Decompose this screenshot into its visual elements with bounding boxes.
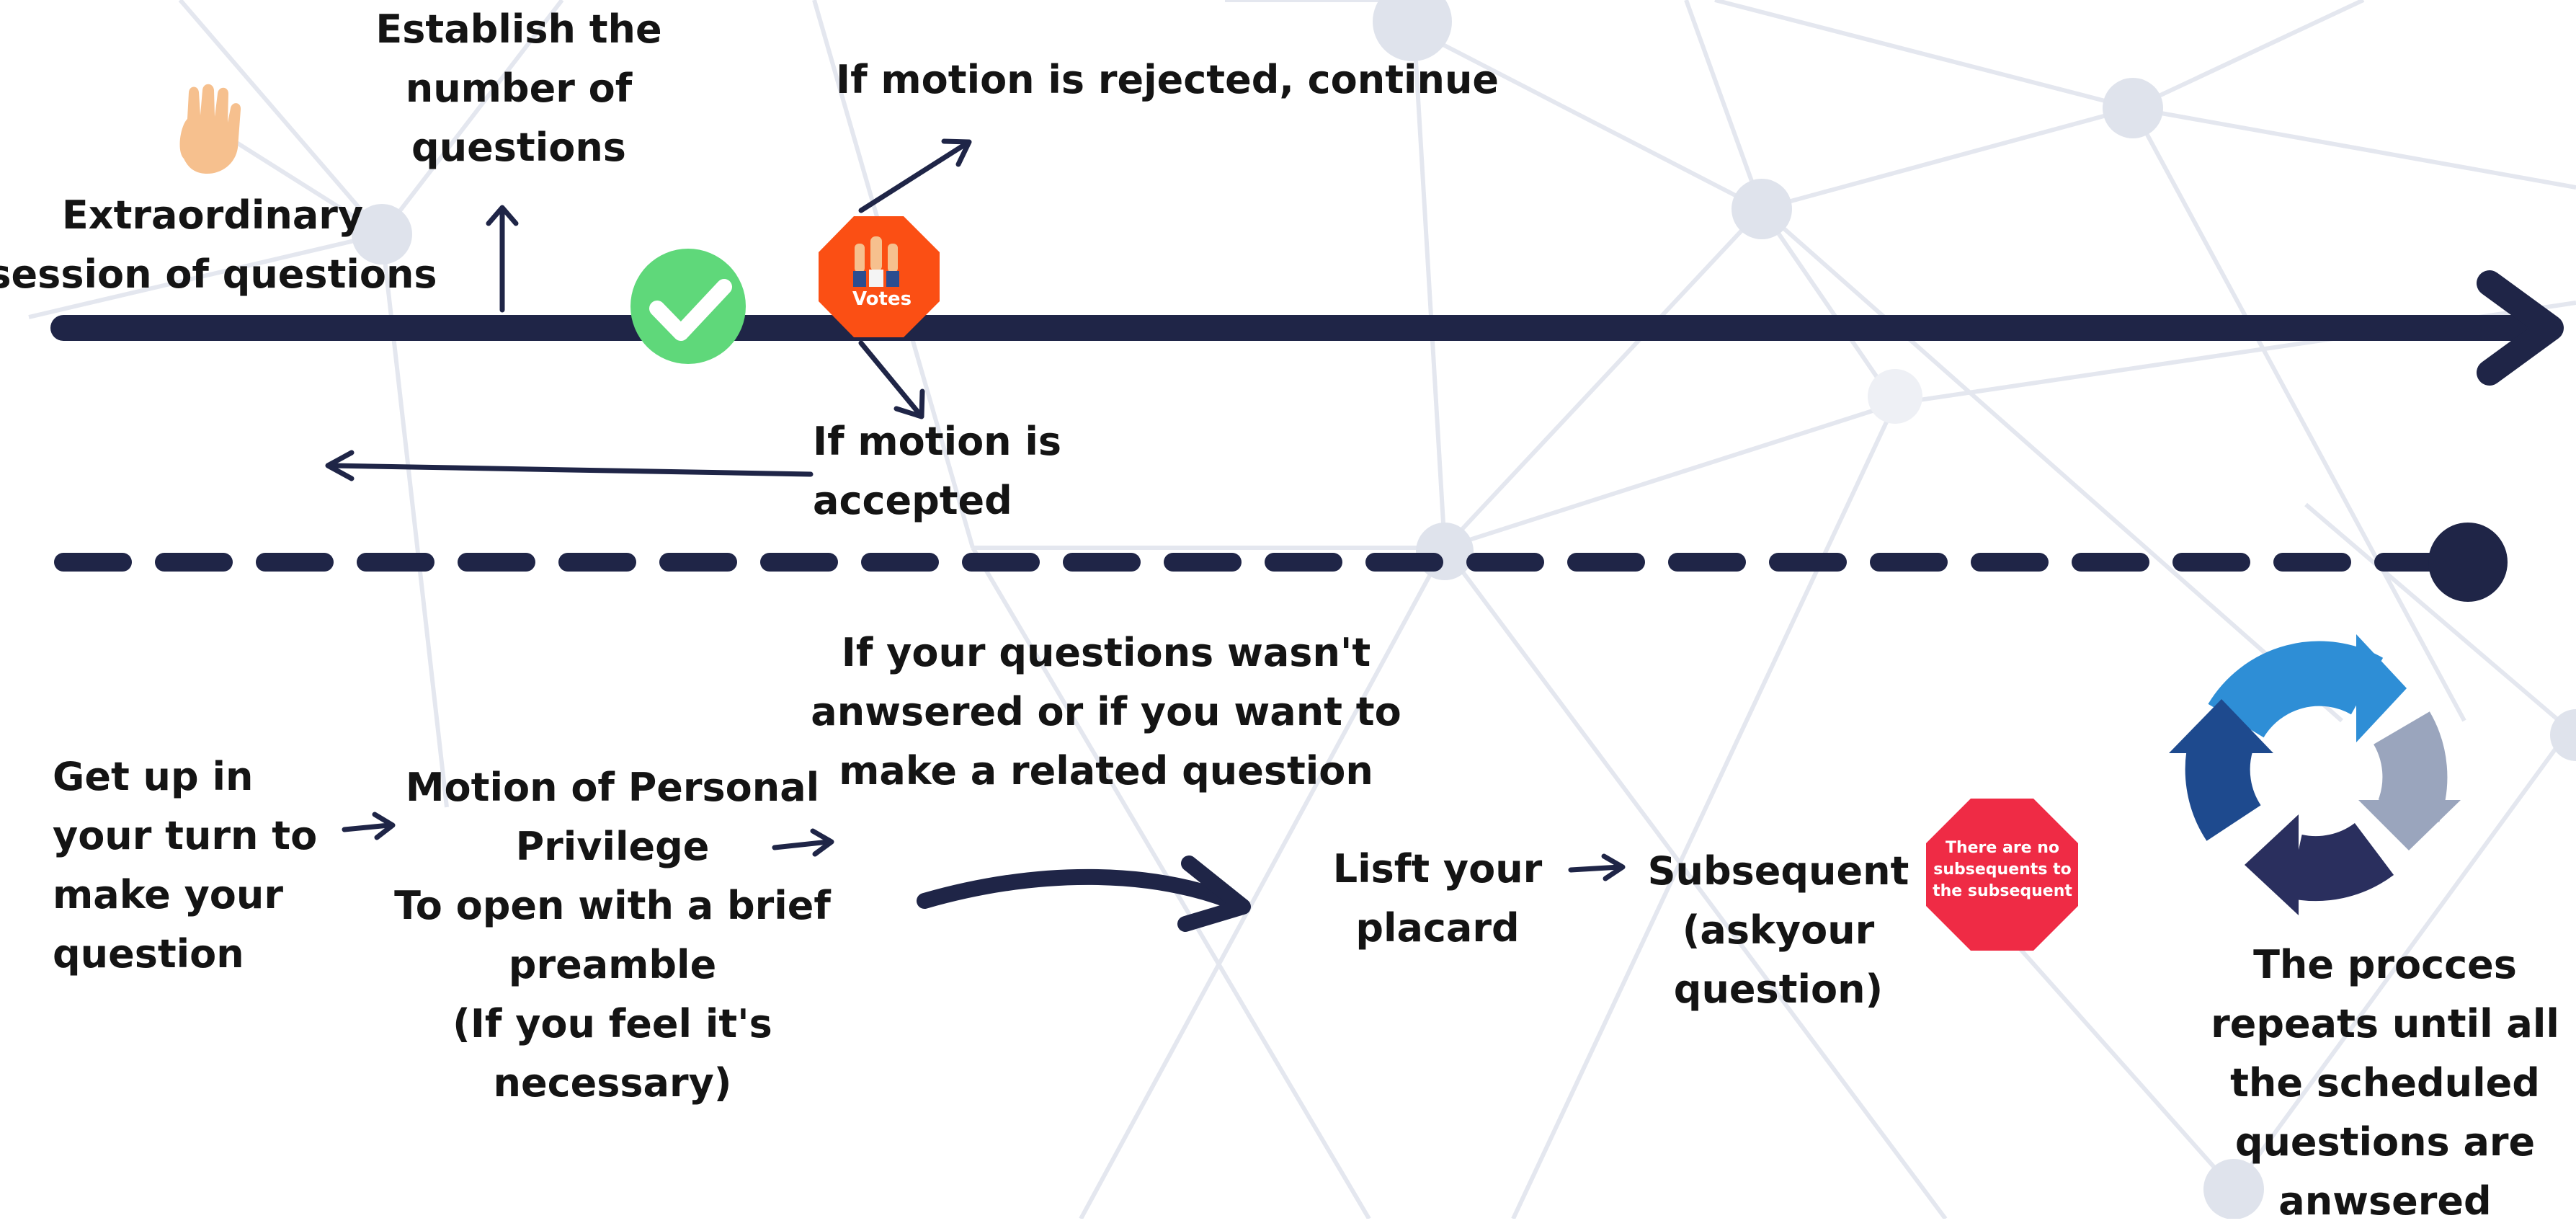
- stop-sign-icon: [1926, 799, 2078, 951]
- curved-arrow: [917, 856, 1251, 932]
- step2-label: Motion of Personal Privilege To open wit…: [394, 758, 831, 1113]
- start-label-line: session of questions: [0, 252, 437, 297]
- accepted-label-line: accepted: [813, 478, 1012, 523]
- step2-label-line: preamble: [508, 942, 717, 987]
- step4-label-line: (askyour: [1682, 907, 1875, 953]
- rejected-label: If motion is rejected, continue: [836, 50, 1499, 110]
- cycle-arrows-icon: [2169, 634, 2461, 915]
- back-left-arrow: [325, 450, 814, 481]
- checkmark-icon: [630, 249, 746, 364]
- arrow-step3-to-step4: [1568, 853, 1626, 881]
- condition-label: If your questions wasn't anwsered or if …: [811, 623, 1401, 801]
- establish-label-line: questions: [411, 125, 626, 170]
- step3-label-line: Lisft your: [1332, 846, 1543, 892]
- stop-sign-label-line: the subsequent: [1933, 882, 2072, 900]
- step3-label: Lisft your placard: [1333, 840, 1543, 958]
- condition-label-line: make a related question: [839, 748, 1373, 794]
- final-label-line: the scheduled: [2230, 1060, 2540, 1106]
- condition-label-line: If your questions wasn't: [841, 630, 1371, 675]
- arrow-step1-to-step2: [342, 812, 396, 840]
- arrow-step2-to-condition: [772, 828, 834, 857]
- timeline-end-dot: [2428, 523, 2508, 602]
- start-label-line: Extraordinary: [61, 192, 364, 238]
- condition-label-line: anwsered or if you want to: [811, 689, 1401, 734]
- step3-label-line: placard: [1355, 905, 1520, 951]
- raised-hand-icon: [179, 84, 241, 174]
- stop-sign-label: There are no subsequents to the subseque…: [1933, 837, 2072, 902]
- step1-label: Get up in your turn to make your questio…: [53, 747, 317, 984]
- step4-label-line: question): [1673, 966, 1884, 1012]
- votes-sign-icon: [819, 216, 940, 337]
- step2-label-line: Motion of Personal: [405, 765, 820, 810]
- accepted-arrow: [858, 340, 925, 419]
- establish-label: Establish the number of questions: [375, 0, 661, 177]
- accepted-label: If motion is accepted: [813, 412, 1061, 530]
- final-label: The procces repeats until all the schedu…: [2211, 936, 2559, 1231]
- start-label: Extraordinary session of questions: [0, 186, 437, 304]
- step1-label-line: your turn to: [53, 813, 318, 858]
- step2-label-line: Privilege: [515, 824, 710, 869]
- step2-label-line: To open with a brief: [394, 883, 831, 928]
- votes-sign-label: Votes: [852, 288, 912, 310]
- establish-label-line: Establish the: [375, 6, 662, 52]
- step4-label-line: Subsequent: [1647, 848, 1909, 894]
- final-label-line: repeats until all: [2211, 1001, 2559, 1046]
- rejected-arrow: [858, 138, 972, 213]
- stop-sign-label-line: subsequents to: [1933, 861, 2072, 879]
- bottom-dashed-timeline: [54, 523, 2508, 602]
- rejected-label-text: If motion is rejected, continue: [836, 57, 1499, 102]
- step2-label-line: necessary): [493, 1060, 732, 1106]
- step4-label: Subsequent (askyour question): [1648, 842, 1909, 1019]
- final-label-line: The procces: [2253, 942, 2517, 987]
- stop-sign-label-line: There are no: [1945, 839, 2060, 857]
- establish-up-arrow: [486, 205, 519, 313]
- step1-label-line: make your: [53, 872, 283, 917]
- final-label-line: anwsered: [2278, 1178, 2492, 1224]
- establish-label-line: number of: [405, 66, 633, 111]
- final-label-line: questions are: [2234, 1119, 2536, 1165]
- top-timeline-arrow: [50, 270, 2564, 386]
- step2-label-line: (If you feel it's: [453, 1001, 772, 1046]
- step1-label-line: Get up in: [53, 754, 254, 799]
- accepted-label-line: If motion is: [813, 419, 1062, 464]
- step1-label-line: question: [53, 931, 244, 977]
